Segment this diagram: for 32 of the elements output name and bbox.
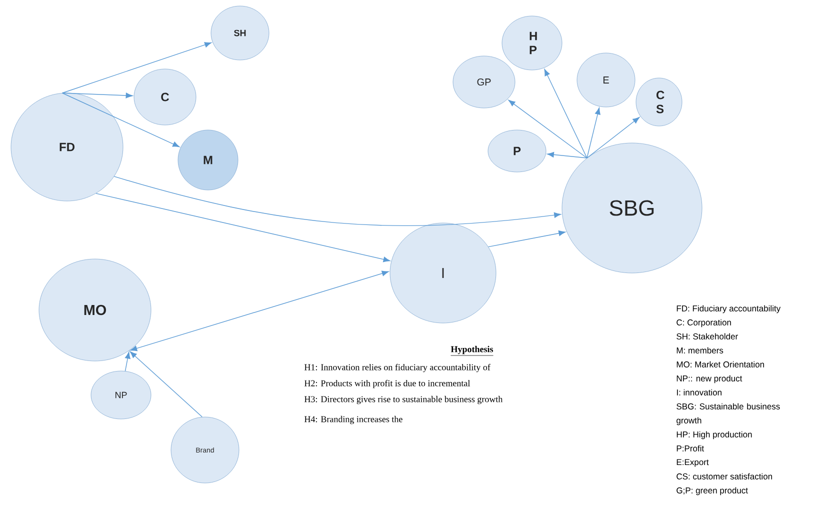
key-text: M: members bbox=[676, 347, 724, 354]
arrow bbox=[62, 92, 180, 148]
arrow bbox=[124, 352, 130, 372]
arrow bbox=[547, 152, 588, 158]
arrow bbox=[488, 230, 566, 248]
arrow bbox=[130, 270, 389, 352]
arrow bbox=[586, 108, 600, 158]
hypothesis-text: H1: Innovation relies on fiduciary accountability of bbox=[304, 364, 490, 372]
arrow bbox=[96, 193, 390, 262]
key-text: CS: customer satisfaction bbox=[676, 473, 772, 480]
key-text: MO: Market Orientation bbox=[676, 361, 764, 368]
hypothesis-text: H4: Branding increases the bbox=[304, 416, 402, 424]
key-text: SH: Stakeholder bbox=[676, 333, 738, 340]
arrow bbox=[586, 117, 640, 158]
key-text: FD: Fiduciary accountability bbox=[676, 305, 781, 314]
key-text: I: innovation bbox=[677, 389, 722, 396]
arrow bbox=[544, 68, 588, 158]
arrow bbox=[130, 351, 202, 418]
key-text: E:Export bbox=[676, 459, 709, 467]
arrow bbox=[62, 42, 212, 94]
arrow bbox=[62, 92, 133, 98]
key-text: SBG: Sustainable business growth bbox=[676, 403, 780, 426]
hypothesis-text: H2: Products with profit is due to incremental bbox=[304, 380, 470, 388]
heading: Hypothesis bbox=[450, 346, 494, 356]
key-text: G;P: green product bbox=[676, 487, 748, 496]
key-text: NP:: new product bbox=[676, 375, 742, 384]
arrow bbox=[114, 176, 562, 226]
hypothesis-text: H3: Directors gives rise to sustainable business growth bbox=[304, 396, 503, 404]
key-text: P:Profit bbox=[676, 445, 704, 452]
key-text: HP: High production bbox=[676, 431, 752, 440]
arrow bbox=[508, 100, 588, 158]
key-text: C: Corporation bbox=[676, 319, 731, 328]
